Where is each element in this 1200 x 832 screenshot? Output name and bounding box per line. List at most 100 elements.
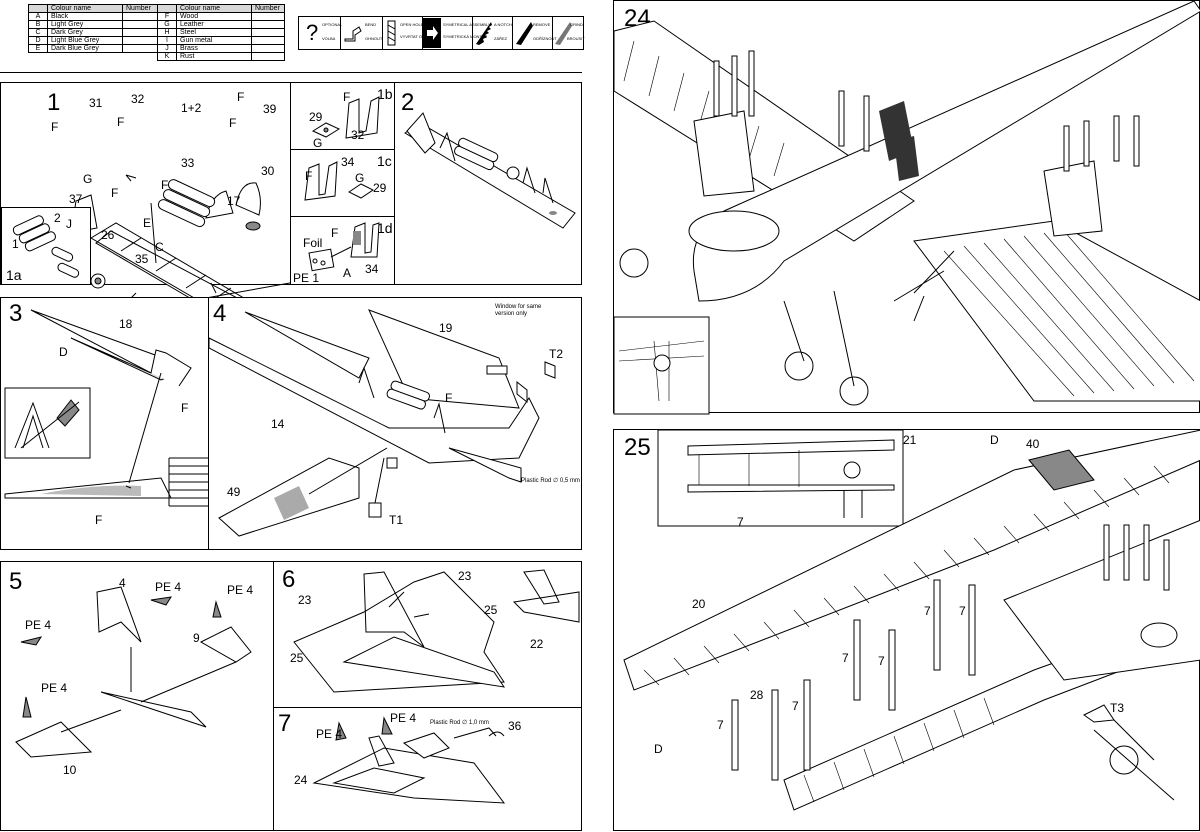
colour-empty <box>48 53 123 61</box>
step-25-drawing <box>623 429 1200 811</box>
part-label: 7 <box>792 699 799 713</box>
part-label: 20 <box>692 597 706 611</box>
step-24-panel: 24 <box>613 0 1200 415</box>
colour-code: C <box>28 28 48 37</box>
step-number: 1d <box>377 220 393 236</box>
part-label: G <box>83 172 93 186</box>
colour-empty <box>123 53 158 61</box>
colour-name: Gun metal <box>176 36 252 45</box>
colour-row: E Dark Blue Grey J Brass <box>28 44 285 53</box>
part-label: 7 <box>842 651 849 665</box>
colour-table-header-number: Number <box>122 4 158 13</box>
colour-number <box>122 20 158 29</box>
step-number: 4 <box>213 300 227 327</box>
legend-grind: GRIND BROUSIT <box>553 17 585 49</box>
colour-row: D Light Blue Grey I Gun metal <box>28 36 285 45</box>
colour-table: Colour name Number Colour name Number A … <box>28 4 285 61</box>
colour-name: Leather <box>176 20 252 29</box>
part-label: G <box>313 136 323 150</box>
part-label: 7 <box>717 718 724 732</box>
part-label: 35 <box>135 252 149 266</box>
colour-code: I <box>157 36 177 45</box>
part-label: 37 <box>69 192 83 206</box>
step-1d-drawing <box>308 222 380 272</box>
step-number: 1c <box>377 153 392 169</box>
notch-icon <box>476 22 492 45</box>
part-label: 49 <box>227 485 241 499</box>
part-label: F <box>445 391 453 405</box>
legend-text: BEND <box>365 22 377 27</box>
question-icon: ? <box>306 20 318 45</box>
window-note: Window for same version only <box>495 304 542 317</box>
part-label: F <box>229 116 237 130</box>
colour-code: A <box>28 12 48 21</box>
part-label: 1 <box>12 237 19 251</box>
part-label: 7 <box>737 515 744 529</box>
part-label: 39 <box>263 102 277 116</box>
step-number: 1b <box>377 86 393 102</box>
part-label: T3 <box>1110 701 1125 715</box>
legend-text: VOLBA <box>322 36 336 41</box>
step-4-panel: 4 19 Window for same version only T2 F 1… <box>208 297 582 550</box>
part-label: 17 <box>227 194 241 208</box>
remove-icon <box>516 22 533 45</box>
colour-code: G <box>157 20 177 29</box>
part-label: T1 <box>389 513 404 527</box>
part-label: 34 <box>341 155 355 169</box>
part-label: 14 <box>271 417 285 431</box>
colour-number <box>122 36 158 45</box>
step-6-drawing <box>293 569 580 693</box>
part-label: 2 <box>54 211 61 225</box>
legend-symmetrical: SYMETRICAL ASSEMBLY SYMETRICKÁ MONTÁŽ <box>423 17 491 49</box>
part-label: 1+2 <box>181 101 202 115</box>
colour-number <box>251 28 285 37</box>
part-label: F <box>95 513 103 527</box>
part-label: PE 4 <box>41 681 68 695</box>
colour-name: Dark Blue Grey <box>47 44 123 53</box>
part-label: 32 <box>131 92 145 106</box>
part-label: T2 <box>549 347 564 361</box>
legend-text: OPEN HOLE <box>400 22 424 27</box>
part-label: F <box>343 90 351 104</box>
legend-remove: REMOVE ODŘÍZNOUT <box>513 17 557 49</box>
part-label: 21 <box>903 433 917 447</box>
part-label: 4 <box>119 576 126 590</box>
part-label: 26 <box>101 228 115 242</box>
part-label: 36 <box>508 719 522 733</box>
part-label: 7 <box>959 604 966 618</box>
part-label: 33 <box>181 156 195 170</box>
part-label: 9 <box>193 631 200 645</box>
legend-text: GRIND <box>570 22 583 27</box>
part-label: G <box>355 171 365 185</box>
step-number: 2 <box>401 89 415 116</box>
open-hole-icon <box>387 20 396 46</box>
step-1b-panel: 1b F 29 G 32 <box>290 82 395 150</box>
legend-text: SYMETRICKÁ MONTÁŽ <box>443 34 488 39</box>
step-1-panel: 1 31 32 1+2 F 39 F F F 33 30 G F F 37 <box>0 82 302 352</box>
step-1a-drawing <box>12 215 80 278</box>
step-1c-panel: 1c F 34 G 29 <box>290 149 395 217</box>
step-5-panel: 5 4 PE 4 PE 4 PE 4 9 PE 4 10 <box>0 561 274 831</box>
symbols-legend: ? OPTIONAL VOLBA BEND OHNOUT OPEN HOLE V… <box>298 16 585 50</box>
part-label: D <box>59 345 68 359</box>
step-1c-drawing <box>304 161 374 201</box>
colour-name: Wood <box>176 12 252 21</box>
part-label: Foil <box>303 236 323 250</box>
step-number: 7 <box>278 710 292 737</box>
part-label: 30 <box>261 164 275 178</box>
step-7-panel: 7 PE 4 PE 4 Plastic Rod ∅ 1,0 mm 36 24 <box>273 707 582 831</box>
colour-table-header-name-2: Colour name <box>176 4 252 13</box>
colour-code: E <box>28 44 48 53</box>
part-label: 29 <box>373 181 387 195</box>
part-label: E <box>143 216 152 230</box>
colour-number <box>251 44 285 53</box>
colour-row: K Rust <box>29 52 285 61</box>
step-number: 6 <box>282 566 296 593</box>
colour-code: F <box>157 12 177 21</box>
legend-text: ZÁŘEZ <box>494 36 508 41</box>
colour-table-header-code <box>28 4 48 13</box>
colour-name: Steel <box>176 28 252 37</box>
part-label: F <box>51 120 59 134</box>
symmetrical-assembly-icon <box>423 18 441 48</box>
colour-name: Light Grey <box>47 20 123 29</box>
